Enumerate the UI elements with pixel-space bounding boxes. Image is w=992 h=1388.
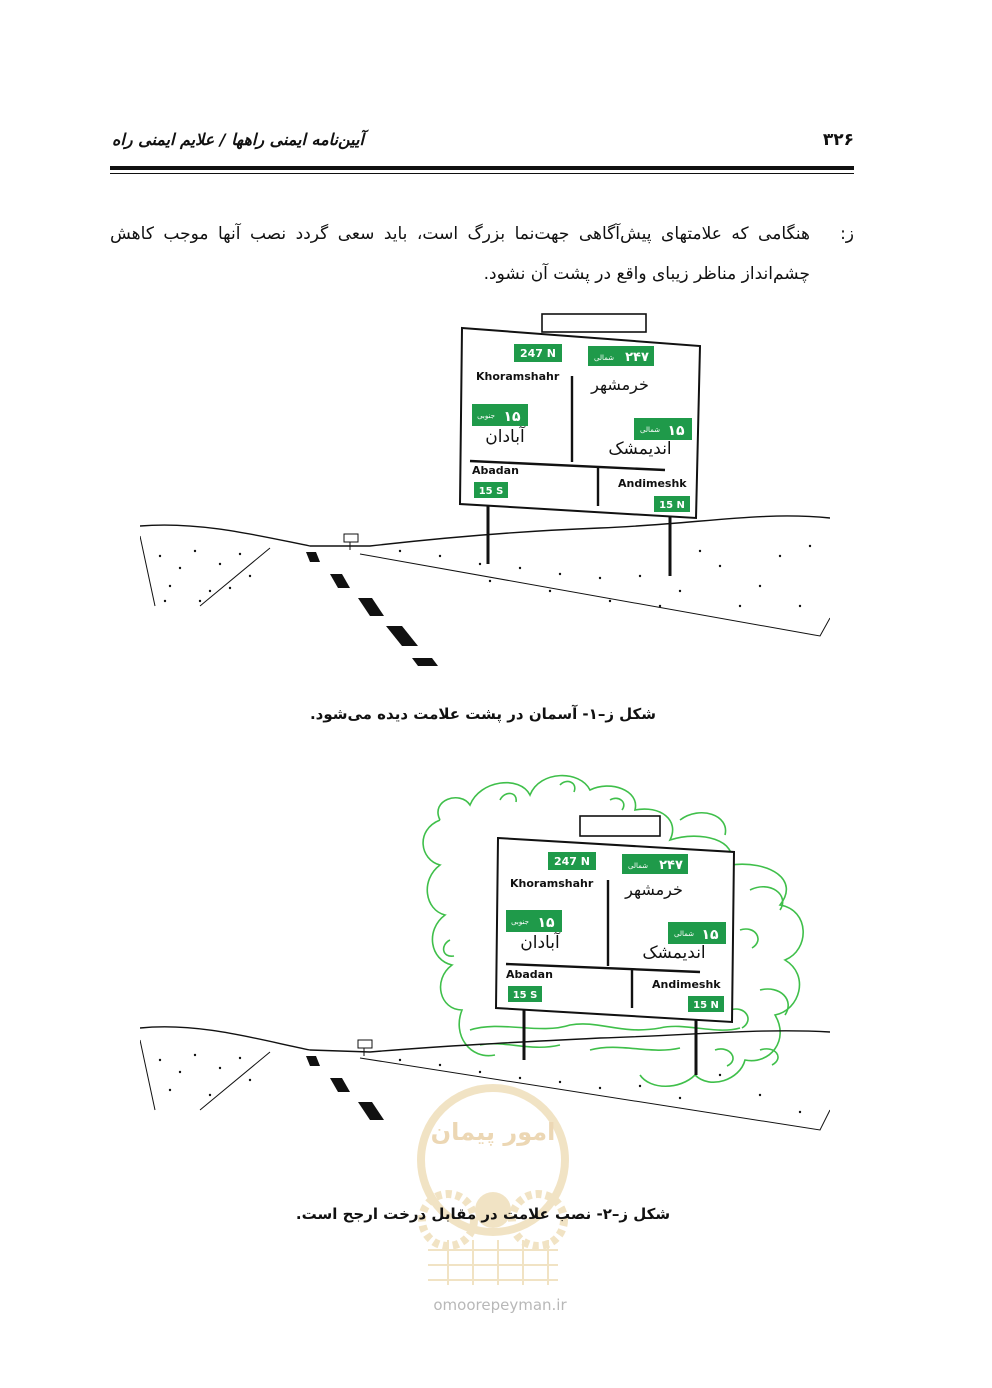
- small-direction-marker-icon: [357, 1039, 373, 1056]
- south-tag-label: جنوبی: [511, 918, 529, 926]
- route-15-right-label: ۱۵: [667, 423, 685, 439]
- paragraph-marker: ز:: [840, 224, 854, 244]
- route-247n-label: 247 N: [554, 855, 590, 868]
- road-scene: [140, 1026, 830, 1131]
- south-tag-label: جنوبی: [477, 412, 495, 420]
- city-abadan-latin: Abadan: [506, 968, 553, 981]
- north-tag-label-2: شمالی: [640, 426, 660, 434]
- small-direction-marker-icon: [343, 533, 359, 550]
- guide-sign: 247 N ۲۴۷ شمالی Khoramshahr خرمشهر ۱۵ جن…: [494, 815, 736, 1075]
- city-abadan-latin: Abadan: [472, 464, 519, 477]
- route-15-left-label: ۱۵: [537, 915, 555, 931]
- watermark-url: omoorepeyman.ir: [433, 1296, 567, 1314]
- route-15s-label: 15 S: [513, 990, 538, 1001]
- route-15-left-label: ۱۵: [503, 409, 521, 425]
- city-abadan-persian: آبادان: [520, 931, 561, 953]
- figure-2-caption: شکل ز–۲- نصب علامت در مقابل درخت ارجح اس…: [295, 1205, 671, 1223]
- city-khoramshahr-persian: خرمشهر: [590, 375, 649, 395]
- gear-seal-icon: امور پیمان: [417, 1084, 569, 1285]
- running-title: آیین‌نامه ایمنی راهها / علایم ایمنی راه: [112, 130, 364, 149]
- city-andimeshk-latin: Andimeshk: [618, 477, 687, 490]
- city-khoramshahr-persian: خرمشهر: [624, 880, 683, 900]
- figure-2-illustration: 247 N ۲۴۷ شمالی Khoramshahr خرمشهر ۱۵ جن…: [140, 774, 830, 1131]
- road-scene: [140, 515, 830, 666]
- city-abadan-persian: آبادان: [485, 425, 526, 447]
- route-15n-label: 15 N: [659, 500, 685, 511]
- figure-1-illustration: 247 N ۲۴۷ شمالی Khoramshahr خرمشهر ۱۵ جن…: [140, 313, 830, 666]
- north-tag-label: شمالی: [594, 354, 614, 362]
- page-header: ۳۲۶ آیین‌نامه ایمنی راهها / علایم ایمنی …: [112, 126, 854, 166]
- city-khoramshahr-latin: Khoramshahr: [476, 370, 560, 383]
- city-andimeshk-persian: اندیمشک: [608, 439, 671, 459]
- north-tag-label: شمالی: [628, 862, 648, 870]
- city-khoramshahr-latin: Khoramshahr: [510, 877, 594, 890]
- route-15-right-label: ۱۵: [701, 927, 719, 943]
- route-247n-label: 247 N: [520, 347, 556, 360]
- city-andimeshk-latin: Andimeshk: [652, 978, 721, 991]
- header-rule-thin: [110, 173, 854, 174]
- city-andimeshk-persian: اندیمشک: [642, 943, 705, 963]
- figure-1-caption: شکل ز–۱- آسمان در پشت علامت دیده می‌شود.: [309, 705, 657, 723]
- route-247-persian-label: ۲۴۷: [625, 350, 649, 365]
- header-rule-thick: [110, 166, 854, 170]
- route-15n-label: 15 N: [693, 1000, 719, 1011]
- guide-sign: 247 N ۲۴۷ شمالی Khoramshahr خرمشهر ۱۵ جن…: [458, 313, 702, 576]
- page-number: ۳۲۶: [822, 130, 854, 150]
- route-247-persian-label: ۲۴۷: [659, 858, 683, 873]
- paragraph-text: هنگامی که علامتهای پیش‌آگاهی جهت‌نما بزر…: [110, 224, 810, 284]
- route-15s-label: 15 S: [479, 486, 504, 497]
- watermark-logo-text: امور پیمان: [431, 1118, 556, 1146]
- north-tag-label-2: شمالی: [674, 930, 694, 938]
